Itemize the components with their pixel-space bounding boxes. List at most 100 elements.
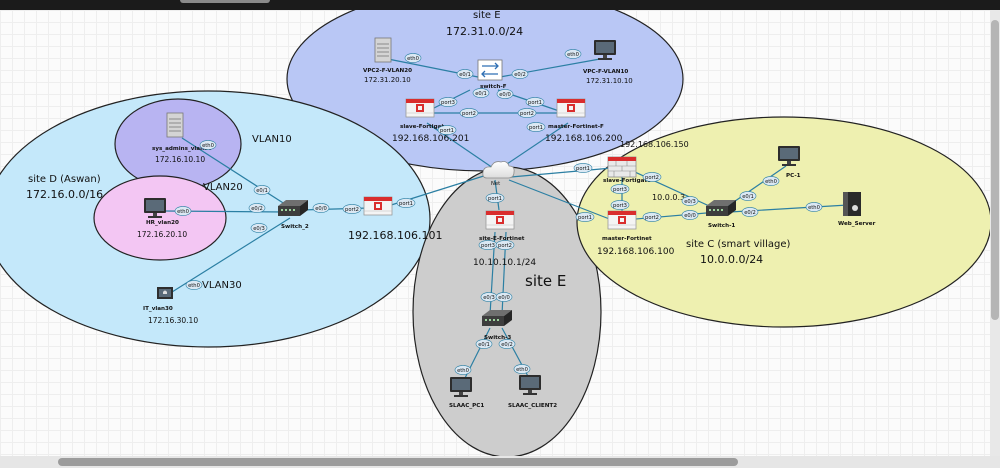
- device-master-fortinet-f[interactable]: master-Fortinet-F 192.168.106.200: [545, 98, 623, 144]
- device-pc-1[interactable]: PC-1: [778, 146, 801, 179]
- svg-text:e0/0: e0/0: [499, 92, 511, 98]
- link[interactable]: [510, 167, 613, 178]
- port-label: port1: [437, 125, 457, 135]
- device-master-fortinet-c[interactable]: master-Fortinet 192.168.106.100: [597, 210, 675, 257]
- port-label: e0/0: [681, 210, 699, 220]
- port-label: e0/3: [250, 223, 268, 233]
- device-label: PC-1: [786, 173, 801, 179]
- svg-text:eth0: eth0: [516, 367, 528, 373]
- device-vpc2-f-vlan20[interactable]: VPC2-F-VLAN20 172.31.20.10: [363, 37, 412, 84]
- site-d-subnet: 172.16.0.0/16: [26, 188, 103, 201]
- device-ip: 192.168.106.200: [545, 134, 623, 144]
- device-switch-f[interactable]: switch-F: [477, 59, 507, 90]
- svg-text:e0/3: e0/3: [483, 295, 495, 301]
- firewall-icon: [405, 98, 435, 118]
- svg-text:port1: port1: [529, 125, 543, 131]
- svg-text:e0/2: e0/2: [501, 342, 513, 348]
- port-label: e0/1: [253, 185, 271, 195]
- site-e-top-title: site E: [473, 10, 501, 21]
- port-label: e0/3: [480, 292, 498, 302]
- svg-text:e0/1: e0/1: [478, 342, 490, 348]
- link-ip-label: 10.0.0.3: [652, 193, 685, 202]
- device-slaac-client2[interactable]: SLAAC_CLIENT2: [508, 375, 557, 409]
- device-label: Switch-1: [708, 223, 735, 229]
- svg-text:eth0: eth0: [202, 143, 214, 149]
- firewall-icon: [363, 196, 393, 216]
- switch-icon: [477, 59, 503, 81]
- svg-text:e0/2: e0/2: [744, 210, 756, 216]
- device-label: HR_vlan20: [146, 220, 179, 226]
- svg-text:eth0: eth0: [188, 283, 200, 289]
- port-label: port2: [495, 240, 515, 250]
- device-slave-fortigate-c[interactable]: 192.168.106.150 slave-Fortigate: [603, 140, 689, 184]
- device-label: sys_admins_vlan10: [152, 146, 212, 152]
- port-label: eth0: [564, 49, 582, 59]
- tab-indicator[interactable]: [180, 0, 270, 3]
- topology-canvas[interactable]: site E 172.31.0.0/24 site D (Aswan) 172.…: [0, 10, 990, 456]
- port-label: e0/1: [472, 88, 490, 98]
- svg-text:e0/0: e0/0: [315, 206, 327, 212]
- svg-text:eth0: eth0: [808, 205, 820, 211]
- device-label: switch-F: [480, 84, 507, 90]
- cloud-label: Net: [491, 181, 500, 187]
- link[interactable]: [623, 166, 719, 211]
- svg-text:e0/2: e0/2: [514, 72, 526, 78]
- svg-text:e0/0: e0/0: [684, 213, 696, 219]
- device-label: SLAAC_CLIENT2: [508, 403, 557, 409]
- device-fortigate-d[interactable]: 192.168.106.101: [348, 196, 442, 242]
- link[interactable]: [500, 122, 569, 169]
- site-c-area: [576, 116, 990, 328]
- device-slaac-pc1[interactable]: SLAAC_PC1: [449, 377, 484, 409]
- link[interactable]: [171, 217, 291, 293]
- device-web-server[interactable]: Web_Server: [838, 192, 876, 227]
- port-label: e0/2: [498, 339, 516, 349]
- port-label: port2: [459, 108, 479, 118]
- cloud-node[interactable]: Net: [482, 161, 515, 188]
- svg-text:e0/2: e0/2: [251, 206, 263, 212]
- site-c-title: site C (smart village): [686, 239, 790, 250]
- firewall-icon: [556, 98, 586, 118]
- lock-icon: [163, 290, 167, 294]
- svg-text:port1: port1: [399, 201, 413, 207]
- port-label: e0/0: [495, 292, 513, 302]
- svg-text:port2: port2: [498, 243, 512, 249]
- device-label: master-Fortinet: [602, 236, 652, 242]
- port-label: eth0: [454, 365, 472, 375]
- arrows-icon: [481, 62, 499, 78]
- port-label: port2: [642, 212, 662, 222]
- svg-text:port3: port3: [441, 100, 455, 106]
- device-switch-2[interactable]: Switch_2: [278, 200, 309, 230]
- device-switch-1[interactable]: Switch-1: [706, 200, 736, 229]
- port-label: e0/1: [475, 339, 493, 349]
- device-it-vlan30[interactable]: IT_vlan30 172.16.30.10: [143, 287, 198, 325]
- svg-text:e0/1: e0/1: [742, 194, 754, 200]
- device-hr-vlan20[interactable]: HR_vlan20 172.16.20.10: [137, 198, 187, 239]
- device-switch-3[interactable]: Switch-3: [482, 310, 512, 341]
- port-label: eth0: [185, 280, 203, 290]
- link[interactable]: [508, 179, 613, 221]
- site-c-subnet: 10.0.0.0/24: [700, 253, 763, 266]
- vertical-scrollbar-thumb[interactable]: [991, 20, 999, 320]
- link[interactable]: [623, 211, 719, 221]
- web-server-icon: [843, 192, 861, 216]
- device-sys-admins-vlan10[interactable]: sys_admins_vlan10 172.16.10.10: [152, 112, 212, 164]
- port-label: port3: [610, 184, 630, 194]
- port-label: eth0: [174, 206, 192, 216]
- port-label: eth0: [762, 176, 780, 186]
- device-site-e-fortinet[interactable]: site-E-Fortinet 10.10.10.1/24: [473, 210, 536, 268]
- device-slave-fortigate-f[interactable]: slave-Fortigat 192.168.106.201: [392, 98, 469, 144]
- device-label: VPC2-F-VLAN20: [363, 68, 412, 74]
- device-label: master-Fortinet-F: [548, 124, 604, 130]
- site-d-title: site D (Aswan): [28, 174, 101, 185]
- device-ip: 172.16.10.10: [155, 155, 205, 164]
- port-label: port1: [573, 163, 593, 173]
- port-label: port2: [642, 172, 662, 182]
- vlan10-label: VLAN10: [252, 134, 292, 145]
- port-label: e0/1: [456, 69, 474, 79]
- link[interactable]: [181, 137, 292, 209]
- device-vpc-f-vlan10[interactable]: VPC-F-VLAN10 172.31.10.10: [583, 40, 633, 85]
- svg-text:port1: port1: [440, 128, 454, 134]
- horizontal-scrollbar-thumb[interactable]: [58, 458, 738, 466]
- server-icon: [166, 112, 184, 138]
- svg-text:e0/0: e0/0: [498, 295, 510, 301]
